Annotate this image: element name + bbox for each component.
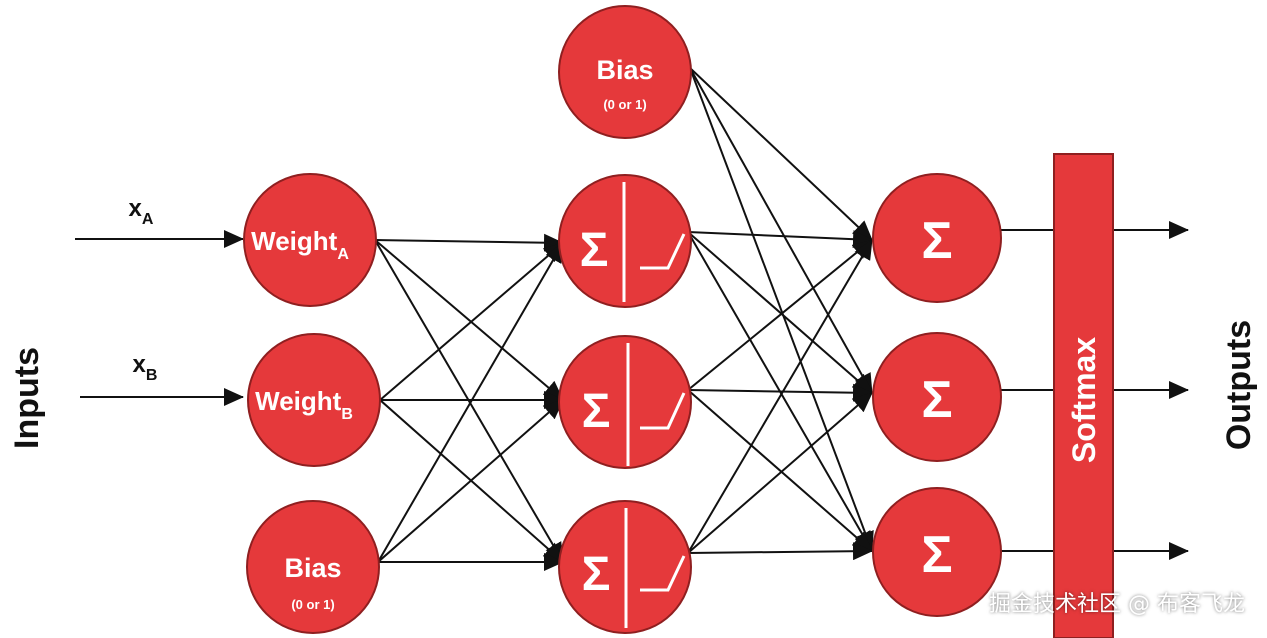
- softmax-rect: [1053, 153, 1114, 638]
- watermark: 掘金技术社区 @ 布客飞龙: [989, 592, 1245, 617]
- hidden-bias-node: Bias (0 or 1): [558, 5, 692, 139]
- input-bias-node: Bias (0 or 1): [246, 500, 380, 634]
- edge-hbias-out-2: [689, 67, 873, 394]
- hidden-node-2-sigma: Σ: [582, 385, 611, 438]
- input-bias-title: Bias: [284, 553, 341, 583]
- weight-b-node: WeightB: [247, 333, 381, 467]
- input-layer: WeightA WeightB Bias (0 or 1): [243, 173, 381, 634]
- output-layer: Σ Σ Σ: [872, 173, 1002, 617]
- input-arrows: [75, 230, 244, 406]
- hidden-node-2: Σ: [558, 335, 692, 469]
- relu-icon: [640, 392, 686, 430]
- hidden-node-3-sigma: Σ: [582, 548, 611, 601]
- input-bias-circle: [246, 500, 380, 634]
- weight-a-circle: [243, 173, 377, 307]
- hidden-bias-title: Bias: [596, 55, 653, 85]
- output-arrows: [1000, 221, 1189, 560]
- output-node-2-circle: [872, 332, 1002, 462]
- edge-hidden-3-out-1: [687, 239, 873, 554]
- relu-icon: [640, 233, 686, 270]
- output-node-3: Σ: [872, 487, 1002, 617]
- outputs-label: Outputs: [1220, 320, 1258, 450]
- hidden-bias-note: (0 or 1): [603, 97, 646, 112]
- connections-hidden-output: [687, 67, 874, 561]
- edge-hidden-2-out-3: [687, 389, 873, 552]
- softmax-label: Softmax: [1066, 337, 1102, 463]
- edge-hidden-1-out-1: [687, 230, 873, 249]
- edge-hidden-3-out-2: [687, 392, 873, 554]
- input-bias-note: (0 or 1): [291, 597, 334, 612]
- output-node-3-sigma: Σ: [921, 526, 952, 584]
- inputs-label: Inputs: [8, 347, 46, 449]
- output-node-3-circle: [872, 487, 1002, 617]
- input-label-a: xA: [129, 195, 154, 228]
- relu-icon: [640, 555, 686, 592]
- hidden-node-1: Σ: [558, 174, 692, 308]
- hidden-layer: Σ Σ Σ: [558, 174, 692, 634]
- edge-weight-b-hidden-1: [379, 242, 564, 401]
- edge-bias-hidden-1: [377, 242, 564, 563]
- hidden-node-2-circle: [558, 335, 692, 469]
- edge-hidden-3-out-3: [687, 542, 873, 561]
- output-node-1: Σ: [872, 173, 1002, 303]
- weight-b-label: WeightB: [255, 386, 353, 423]
- edge-weight-a-hidden-1: [374, 233, 564, 252]
- output-node-1-sigma: Σ: [921, 212, 952, 270]
- hidden-node-3: Σ: [558, 500, 692, 634]
- weight-a-label: WeightA: [251, 226, 349, 263]
- edge-weight-a-hidden-2: [374, 239, 564, 401]
- edge-hidden-2-out-2: [687, 383, 873, 402]
- output-node-2: Σ: [872, 332, 1002, 462]
- edge-hbias-out-1: [689, 67, 873, 241]
- hidden-node-1-sigma: Σ: [580, 224, 609, 277]
- weight-b-circle: [247, 333, 381, 467]
- edge-bias-hidden-2: [377, 399, 564, 563]
- softmax-block: Softmax: [1053, 153, 1114, 638]
- output-node-2-sigma: Σ: [921, 371, 952, 429]
- hidden-bias-circle: [558, 5, 692, 139]
- connections-input-hidden: [374, 233, 564, 571]
- input-label-b: xB: [133, 351, 158, 384]
- edge-hidden-2-out-1: [687, 239, 873, 391]
- edge-hidden-1-out-2: [687, 231, 873, 394]
- edge-hbias-out-3: [689, 67, 874, 552]
- weight-a-node: WeightA: [243, 173, 377, 307]
- output-node-1-circle: [872, 173, 1002, 303]
